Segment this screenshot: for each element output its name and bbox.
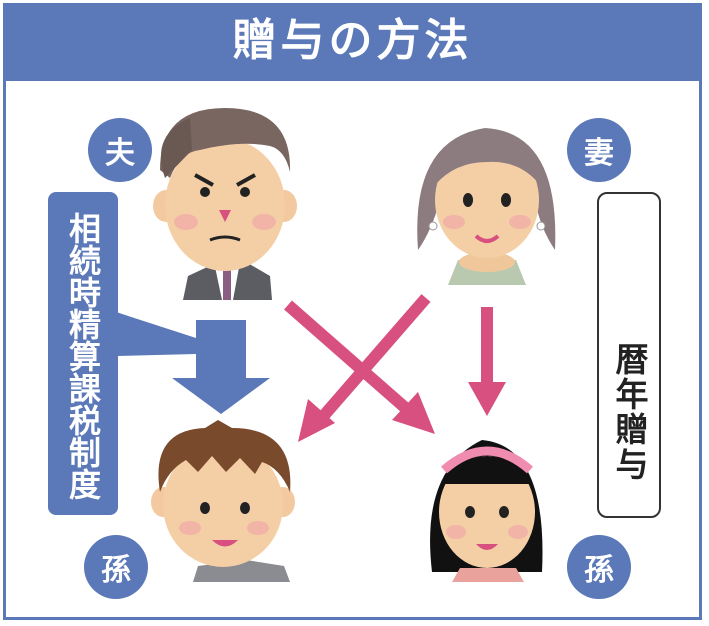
wife-label: 妻: [567, 118, 631, 182]
blue-arrow: [172, 320, 270, 414]
annual-gift-box: [597, 192, 661, 518]
husband-illustration: [153, 108, 297, 300]
grandson-illustration: [151, 420, 295, 582]
settlement-system-box: [48, 192, 118, 515]
wife-illustration: [417, 128, 556, 285]
pink-arrow-wife-to-left-grandchild: [298, 294, 431, 442]
pink-arrow-wife-to-right-grandchild: [468, 307, 506, 416]
annual-gift-label: 暦年贈与: [610, 342, 649, 482]
grandchild-left-label: 孫: [84, 535, 148, 599]
pink-arrow-husband-to-right-grandchild: [284, 300, 435, 434]
title-bar: 贈与の方法: [3, 3, 702, 81]
callout-pointer: [116, 312, 196, 356]
diagram-title: 贈与の方法: [232, 15, 473, 66]
grandchild-right-label: 孫: [567, 535, 631, 599]
granddaughter-illustration: [430, 440, 543, 582]
settlement-system-label: 相続時精算課税制度: [64, 211, 102, 500]
husband-label: 夫: [88, 118, 152, 182]
diagram-frame: [3, 3, 702, 620]
